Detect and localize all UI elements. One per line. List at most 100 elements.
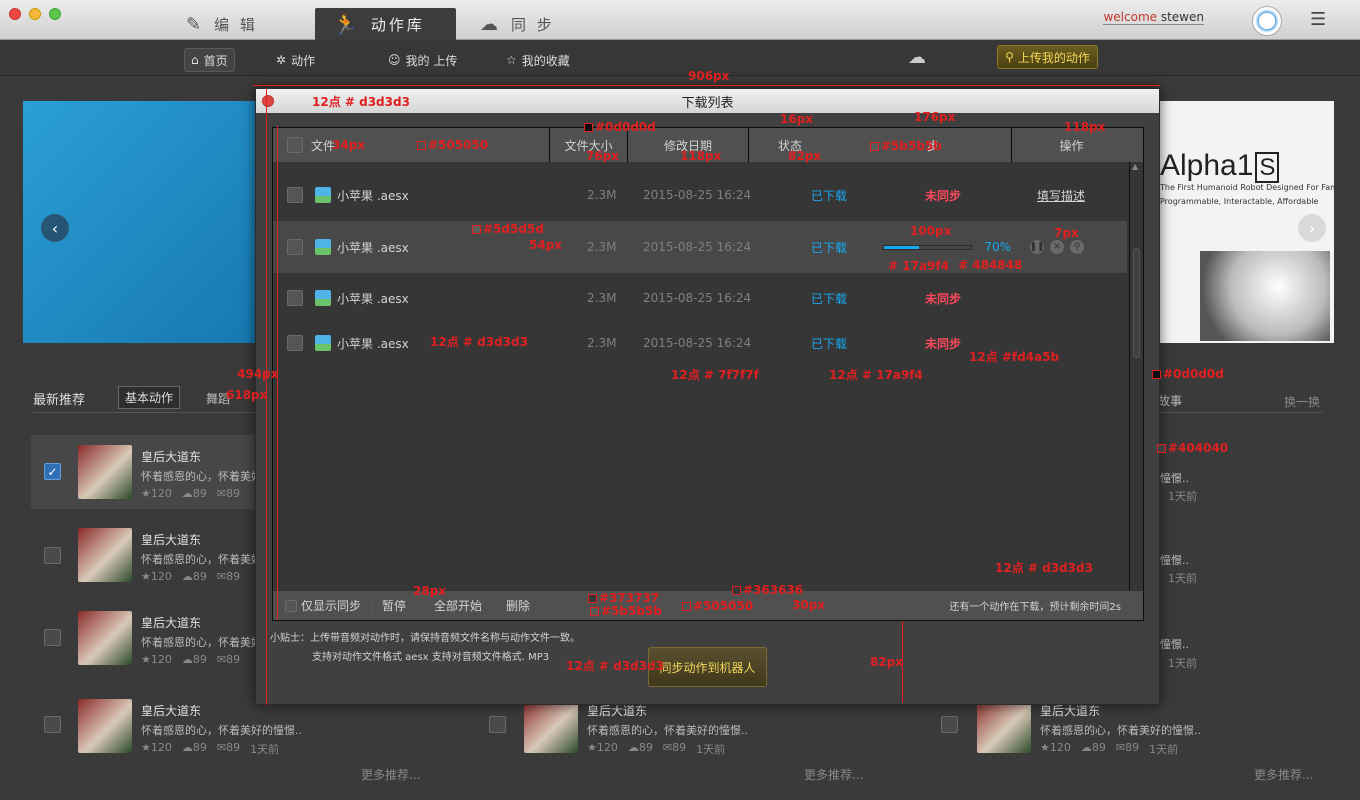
- row-checkbox[interactable]: [287, 335, 303, 351]
- nav-my-favorites[interactable]: ☆我的收藏: [506, 53, 570, 68]
- select-all-checkbox[interactable]: [287, 137, 303, 153]
- delete-button[interactable]: 删除: [506, 599, 531, 613]
- card-title[interactable]: 皇后大道东: [141, 450, 202, 464]
- card-checkbox[interactable]: [44, 547, 61, 564]
- more-recommend-link[interactable]: 更多推荐...: [804, 768, 864, 782]
- annotation: 12点 # d3d3d3: [566, 659, 664, 673]
- scroll-up-icon[interactable]: ▲: [1132, 162, 1139, 171]
- start-all-button[interactable]: 全部开始: [434, 599, 483, 613]
- banner-line-1: The First Humanoid Robot Designed For Fa…: [1160, 183, 1334, 192]
- more-recommend-link[interactable]: 更多推荐...: [1254, 768, 1314, 782]
- only-sync-checkbox[interactable]: [285, 599, 297, 612]
- card-checkbox[interactable]: [44, 716, 61, 733]
- tab-edit[interactable]: ✎ 编 辑: [186, 13, 258, 35]
- card-thumbnail[interactable]: [977, 699, 1031, 753]
- card-checkbox[interactable]: [941, 716, 958, 733]
- pause-icon[interactable]: ❚❚: [1029, 240, 1045, 254]
- card-title[interactable]: 皇后大道东: [141, 704, 202, 718]
- edit-icon: ✎: [186, 13, 205, 35]
- action-icon: ✲: [276, 53, 287, 67]
- annotation: 494px: [237, 367, 279, 381]
- file-image-icon: [315, 239, 331, 255]
- file-image-icon: [315, 335, 331, 351]
- card-thumbnail[interactable]: [524, 699, 578, 753]
- row-checkbox[interactable]: [287, 239, 303, 255]
- list-scrollbar[interactable]: ▲ ▼: [1129, 162, 1143, 620]
- tab-story[interactable]: 故事: [1158, 394, 1183, 408]
- pause-button[interactable]: 暂停: [382, 599, 407, 613]
- annotation: #404040: [1168, 441, 1229, 455]
- annotation: #0d0d0d: [595, 120, 656, 134]
- sync-to-robot-button[interactable]: 同步动作到机器人: [648, 647, 767, 687]
- annotation: #0d0d0d: [1163, 367, 1224, 381]
- row-checkbox[interactable]: [287, 290, 303, 306]
- list-row[interactable]: 小苹果 .aesx 2.3M 2015-08-25 16:24 已下载 未同步 …: [273, 170, 1127, 220]
- header-size[interactable]: 文件大小: [549, 128, 627, 162]
- card-thumbnail[interactable]: [78, 611, 132, 665]
- tab-sync[interactable]: ☁ 同 步: [480, 13, 555, 35]
- card-checkbox[interactable]: [44, 629, 61, 646]
- row-checkbox[interactable]: [287, 187, 303, 203]
- settings-sliders-icon[interactable]: ☰: [1310, 9, 1327, 30]
- carousel-prev-button[interactable]: ‹: [41, 214, 69, 242]
- annotation: #5d5d5d: [483, 222, 544, 236]
- footer-separator: [371, 598, 373, 613]
- close-icon[interactable]: ✕: [1050, 240, 1064, 254]
- tab-basic-actions[interactable]: 基本动作: [118, 386, 181, 409]
- card-checkbox[interactable]: [489, 716, 506, 733]
- annotation: 176px: [914, 110, 956, 124]
- annotation: 34px: [332, 138, 366, 152]
- card-desc: 怀着感恩的心，怀着美好的: [141, 470, 273, 483]
- cloud-download-icon[interactable]: ☁: [908, 47, 926, 68]
- only-sync-label[interactable]: 仅显示同步: [301, 599, 362, 613]
- username[interactable]: stewen: [1160, 10, 1204, 25]
- write-description-link[interactable]: 填写描述: [1036, 188, 1085, 203]
- nav-home[interactable]: ⌂首页: [184, 48, 235, 72]
- welcome-text[interactable]: welcome stewen: [1103, 10, 1204, 25]
- card-title[interactable]: 皇后大道东: [141, 533, 202, 547]
- close-window-button[interactable]: [9, 8, 21, 20]
- list-row[interactable]: 小苹果 .aesx 2.3M 2015-08-25 16:24 已下载 未同步: [273, 318, 1127, 368]
- annotation: #363636: [743, 583, 804, 597]
- maximize-window-button[interactable]: [49, 8, 61, 20]
- annotation: 618px: [226, 388, 268, 402]
- header-file: 文件: [311, 138, 336, 153]
- annotation: 54px: [529, 238, 563, 252]
- search-icon[interactable]: ⚲: [1070, 240, 1084, 254]
- card-thumbnail[interactable]: [78, 445, 132, 499]
- annotation: 12点 #fd4a5b: [969, 350, 1060, 364]
- card-thumbnail[interactable]: [78, 699, 132, 753]
- list-row-selected[interactable]: 小苹果 .aesx 2.3M 2015-08-25 16:24 已下载 70% …: [273, 221, 1127, 273]
- scrollbar-thumb[interactable]: [1133, 248, 1140, 358]
- card-title[interactable]: 皇后大道东: [587, 704, 648, 718]
- card-title[interactable]: 皇后大道东: [1040, 704, 1101, 718]
- header-date[interactable]: 修改日期: [627, 128, 748, 162]
- dialog-close-button[interactable]: [262, 95, 274, 107]
- status-text: 已下载: [810, 336, 847, 351]
- annotation-line: [277, 126, 278, 620]
- nav-my-uploads[interactable]: ☺我的 上传: [388, 53, 458, 68]
- tab-action-library[interactable]: 🏃 动作库: [315, 8, 456, 40]
- nav-actions[interactable]: ✲动作: [276, 53, 316, 68]
- more-recommend-link[interactable]: 更多推荐...: [361, 768, 421, 782]
- header-sync[interactable]: 步: [926, 138, 939, 153]
- card-checkbox[interactable]: ✓: [44, 463, 61, 480]
- refresh-link[interactable]: 换一换: [1284, 395, 1321, 409]
- card-desc: 怀着感恩的心，怀着美好的: [141, 636, 273, 649]
- card-title[interactable]: 皇后大道东: [141, 616, 202, 630]
- list-row[interactable]: 小苹果 .aesx 2.3M 2015-08-25 16:24 已下载 未同步: [273, 273, 1127, 323]
- annotation: 100px: [910, 224, 952, 238]
- minimize-window-button[interactable]: [29, 8, 41, 20]
- file-image-icon: [315, 290, 331, 306]
- tab-dance[interactable]: 舞蹈: [206, 392, 231, 406]
- card-thumbnail[interactable]: [78, 528, 132, 582]
- banner-badge: S: [1255, 152, 1280, 183]
- banner-line-2: Programmable, Interactable, Affordable: [1160, 197, 1319, 206]
- carousel-next-button[interactable]: ›: [1298, 214, 1326, 242]
- header-status[interactable]: 状态: [748, 128, 831, 162]
- annotation: #5b5b5b: [881, 139, 942, 153]
- avatar[interactable]: [1252, 6, 1282, 36]
- upload-my-action-button[interactable]: ⚲上传我的动作: [997, 45, 1098, 69]
- card-meta: ★120☁89✉89: [141, 487, 241, 500]
